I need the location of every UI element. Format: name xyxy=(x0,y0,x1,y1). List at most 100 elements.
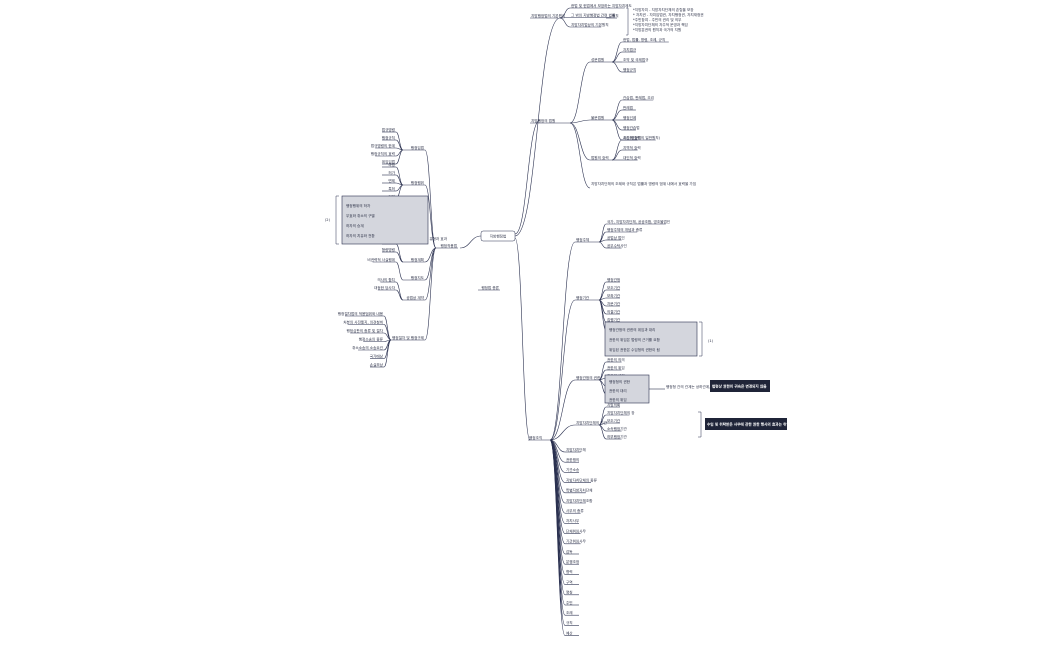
branch-line xyxy=(395,289,404,301)
organization-misc-item: 예산 xyxy=(566,630,573,635)
branch-basic-principles: 지방행정법의 기본원리 xyxy=(531,13,565,18)
branch-line xyxy=(383,339,392,368)
highlight-line: 위임된 권한은 수임청의 권한이 됨 xyxy=(609,347,660,352)
source-item: 헌법, 법률, 명령, 조례, 규칙 xyxy=(623,37,665,42)
branch-sources-of-law: 지방행정의 법원 xyxy=(531,118,555,123)
organization-misc-item: 협력 xyxy=(566,569,573,574)
branch-line xyxy=(549,439,566,636)
organization-group: 지방자치단체의 기관 xyxy=(576,420,608,425)
branch-line xyxy=(549,299,576,441)
action-remedy-group: 행정절차 및 행정구제 xyxy=(392,335,424,340)
branch-line xyxy=(395,251,404,263)
highlight-line: 권한의 위임은 법령의 근거를 요함 xyxy=(609,337,661,342)
principle-box-line: *주민참여 - 주민의 권리 및 의무 xyxy=(633,17,682,22)
action-item: 위임입법 xyxy=(382,159,395,164)
branch-line xyxy=(395,131,404,151)
organization-misc-item: 사무의 종류 xyxy=(566,508,584,513)
source-item: 조리(행정법의 일반원칙) xyxy=(623,135,661,140)
branch-line xyxy=(598,424,607,440)
branch-line xyxy=(598,223,607,243)
highlight-box xyxy=(341,195,429,245)
highlight-line: 하자의 치유와 전환 xyxy=(346,233,375,238)
organization-item: 자문기관 xyxy=(607,301,621,306)
source-group: 불문법원 xyxy=(591,115,604,120)
branch-line xyxy=(611,119,623,141)
action-group: 행정행위 xyxy=(411,180,424,185)
bracket xyxy=(699,321,703,357)
source-group: 법원의 효력 xyxy=(591,155,609,160)
branch-line xyxy=(395,281,404,301)
organization-misc-item: 명칭 xyxy=(566,590,573,595)
organization-item: 의결기관 xyxy=(607,309,621,314)
principle-box-line: *지방자치단체의 자주적 운영과 책임 xyxy=(633,22,688,27)
action-group: 행정계획 xyxy=(411,257,424,262)
callout-text: 법령상 권한의 귀속은 변경되지 않음 xyxy=(712,384,767,389)
remedy-item: 취소소송의 소송요건 xyxy=(352,345,383,350)
branch-line xyxy=(569,122,591,189)
highlight-line: 행정행위의 하자 xyxy=(346,203,371,208)
organization-item: 지방자치단체의 장 xyxy=(607,410,635,415)
source-note: 지방자치단체의 조례와 규칙은 법률과 명령의 범위 내에서 효력을 가짐 xyxy=(591,181,696,186)
branch-line xyxy=(514,17,561,237)
remedy-item: 손실보상 xyxy=(370,362,384,367)
action-item: 대등한 당사자 xyxy=(374,285,396,290)
highlight-line: 하자의 승계 xyxy=(346,223,364,228)
action-item: 면제 xyxy=(388,178,395,183)
highlight-line: 무효와 취소의 구별 xyxy=(346,213,375,218)
organization-misc-item: 자치사무 xyxy=(566,518,580,523)
organization-group: 행정기관 xyxy=(576,295,590,300)
branch-line xyxy=(598,241,607,249)
branch-line xyxy=(611,51,623,63)
organization-item: 보좌기관 xyxy=(607,293,621,298)
organization-item: 권한의 의의 xyxy=(607,357,625,362)
organization-item: 보조기관 xyxy=(607,418,621,423)
branch-administrative-action: 행정작용법 xyxy=(440,243,457,248)
principle-item: 지방자치법상의 기본원칙 xyxy=(571,22,609,27)
callout-box xyxy=(710,380,770,392)
action-item: 행정규칙의 효력 xyxy=(371,151,395,156)
branch-line xyxy=(424,184,437,249)
action-group: 공법상 계약 xyxy=(406,295,424,300)
action-item: 특허 xyxy=(388,186,395,191)
remedy-item: 행정심판의 종류 및 절차 xyxy=(347,328,384,333)
bracket xyxy=(335,195,339,245)
remedy-item: 행정소송의 종류 xyxy=(359,336,384,341)
organization-item: 집행기관 xyxy=(607,317,621,322)
principle-tag: 원칙 xyxy=(612,13,619,18)
branch-organization: 행정조직 xyxy=(529,435,542,440)
organization-misc-item: 지방자치단체조합 xyxy=(566,498,593,503)
organization-misc-item: 단체위임사무 xyxy=(566,528,587,533)
relation-note: 행정청 간의 관계는 상하관계, 대등관계로 구분 xyxy=(666,384,736,389)
action-item: 법규명령 xyxy=(382,127,395,132)
organization-misc-item: 권한쟁의 xyxy=(566,457,579,462)
organization-misc-item: 지방자치단체 xyxy=(566,447,586,452)
branch-line xyxy=(611,41,623,63)
principle-box-line: *지방자치 - 지방자치단체의 존립을 보장 xyxy=(633,7,694,12)
highlight-box xyxy=(604,321,698,357)
organization-misc-item: 특별지방자치단체 xyxy=(566,488,592,493)
organization-misc-item: 구역 xyxy=(566,579,573,584)
action-item: 행정규칙 xyxy=(382,135,395,140)
organization-misc-item: 주민 xyxy=(566,600,573,605)
branch-line xyxy=(459,235,482,249)
principle-box-line: *지방분권의 원칙과 국가의 지원 xyxy=(633,27,681,32)
principle-item: 그 밖의 지방행정법 관련 법률 xyxy=(571,12,616,17)
branch-line xyxy=(549,424,576,441)
action-group: 행정지도 xyxy=(411,275,425,280)
organization-misc-item: 감독 xyxy=(566,549,573,554)
source-item: 자치법규 xyxy=(623,47,637,52)
source-item: 판례법 xyxy=(623,105,633,110)
source-item: 행정관습법 xyxy=(623,125,640,130)
organization-misc-item: 기관소송 xyxy=(566,467,580,472)
source-item: 대인적 효력 xyxy=(623,155,641,160)
branch-line xyxy=(514,119,541,235)
organization-misc-item: 지방자치단체의 종류 xyxy=(566,477,598,482)
remedy-item: 처분의 사전통지, 의견청취 xyxy=(343,319,383,324)
branch-line xyxy=(611,109,623,121)
branch-line xyxy=(514,237,531,441)
branch-line xyxy=(395,166,404,186)
organization-group: 행정관청의 권한 xyxy=(576,375,601,380)
branch-line xyxy=(569,119,591,124)
branch-line xyxy=(611,61,623,73)
